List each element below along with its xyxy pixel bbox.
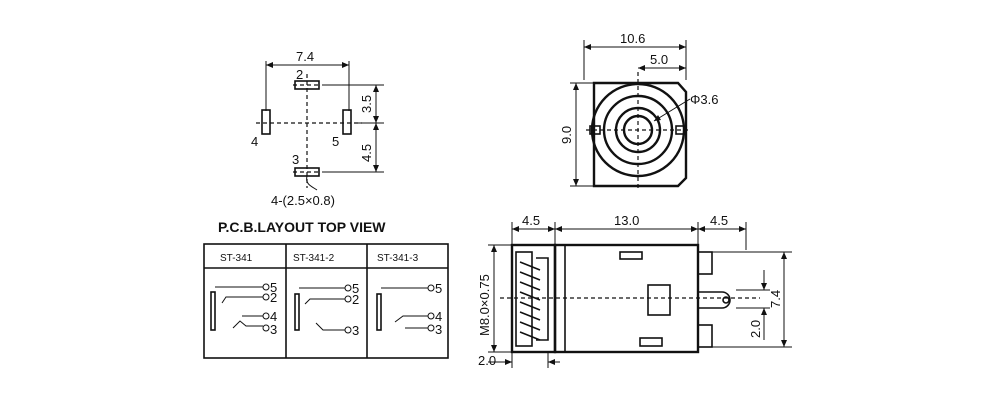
side-right-dim: 4.5 [710,213,728,228]
model-st-341-2: ST-341-2 [293,253,335,264]
pin-4: 4 [435,309,442,324]
pcb-upper-dim: 3.5 [359,95,374,113]
pin-3: 3 [435,322,442,337]
side-height-dim: 7.4 [768,290,783,308]
schematic-st-341-2: 5 2 3 [294,281,359,338]
pad-5-label: 5 [332,134,339,149]
side-flange-dim: 2.0 [478,353,496,368]
front-width-dim: 10.6 [620,31,645,46]
model-st-341: ST-341 [220,253,253,264]
side-pin-height-dim: 2.0 [748,320,763,338]
pad-4 [261,109,271,135]
pin-5: 5 [435,281,442,296]
pin-4: 4 [270,309,277,324]
pad-4-label: 4 [251,134,258,149]
front-height-dim: 9.0 [559,126,574,144]
front-view: 10.6 5.0 9.0 Φ3.6 [559,31,718,190]
pin-5: 5 [352,281,359,296]
side-thread-dim: M8.0×0.75 [477,274,492,336]
side-body-dim: 13.0 [614,213,639,228]
pad-2-label: 2 [296,67,303,82]
pad-spec: 4-(2.5×0.8) [271,193,335,208]
pin-2: 2 [352,292,359,307]
schematic-table: ST-341 ST-341-2 ST-341-3 5 2 4 3 5 2 [203,243,449,359]
front-hole-dim: Φ3.6 [690,92,718,107]
side-left-dim: 4.5 [522,213,540,228]
pad-5 [342,109,352,135]
pin-3: 3 [270,322,277,337]
pin-5: 5 [270,280,277,295]
front-half-dim: 5.0 [650,52,668,67]
pcb-lower-dim: 4.5 [359,144,374,162]
pin-3: 3 [352,323,359,338]
pcb-caption: P.C.B.LAYOUT TOP VIEW [218,219,386,235]
schematic-st-341-3: 5 4 3 [376,281,442,337]
pcb-width-dim: 7.4 [296,49,314,64]
model-st-341-3: ST-341-3 [377,253,419,264]
schematic-st-341: 5 2 4 3 [210,280,277,337]
pcb-layout: 7.4 2 4 5 3 3.5 4.5 4-(2.5×0.8) [251,49,384,208]
side-view: 4.5 13.0 4.5 M8.0×0.75 [477,213,792,368]
pin-2: 2 [270,290,277,305]
pad-3-label: 3 [292,152,299,167]
